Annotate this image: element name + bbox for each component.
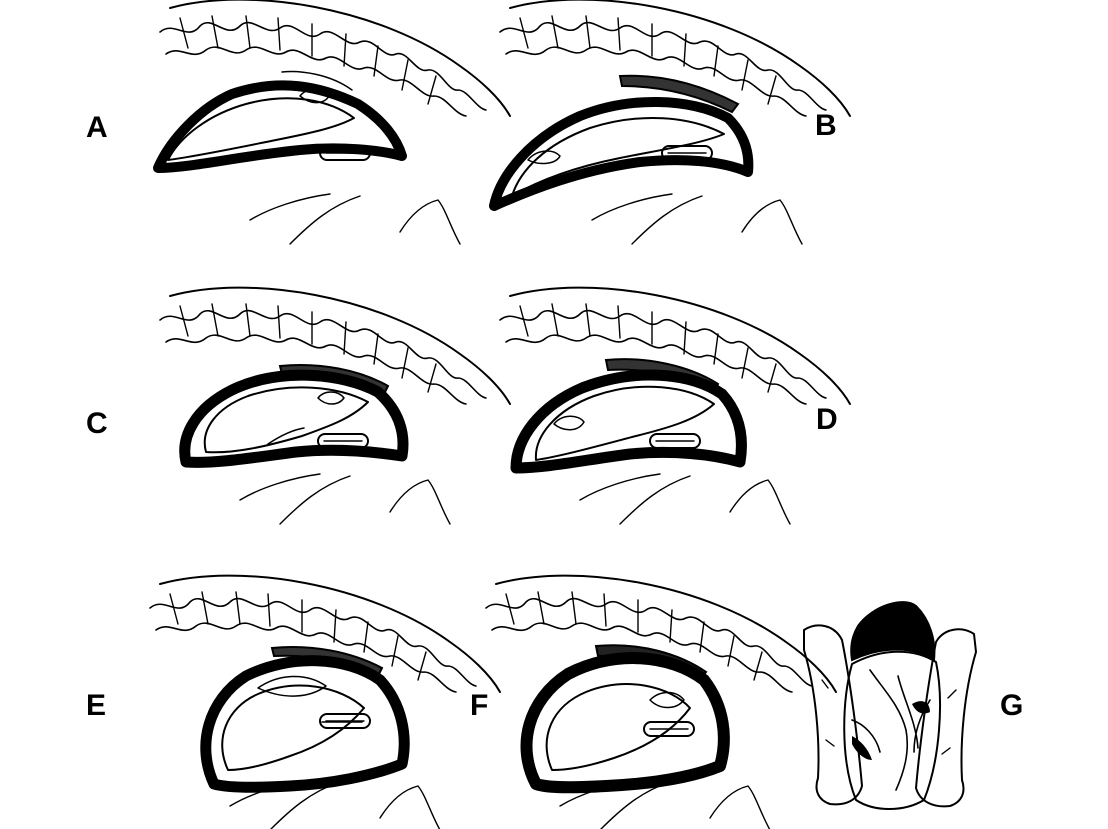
panel-C xyxy=(160,288,510,524)
panel-E-spine xyxy=(150,576,500,692)
panel-B-birth-canal xyxy=(494,102,748,206)
panel-label-C: C xyxy=(86,407,108,440)
panel-E xyxy=(150,576,500,829)
panel-label-E: E xyxy=(86,689,106,722)
panel-F-foal xyxy=(547,684,690,770)
panel-D-spine xyxy=(500,288,850,404)
panel-E-birth-canal xyxy=(206,661,404,788)
panel-B xyxy=(494,0,850,244)
panel-G xyxy=(804,602,976,809)
panel-G-pelvic-inlet xyxy=(844,652,940,809)
panel-C-spine xyxy=(160,288,510,404)
panel-D-birth-canal xyxy=(516,375,741,468)
panel-label-A: A xyxy=(86,111,108,144)
panel-F xyxy=(486,576,836,829)
panel-label-B: B xyxy=(815,109,837,142)
panel-label-G: G xyxy=(1000,689,1023,722)
panel-label-D: D xyxy=(816,403,838,436)
panel-D xyxy=(500,288,850,524)
panel-label-F: F xyxy=(470,689,488,722)
panel-A xyxy=(158,0,510,244)
panel-F-birth-canal xyxy=(526,658,723,787)
panel-F-spine xyxy=(486,576,836,692)
